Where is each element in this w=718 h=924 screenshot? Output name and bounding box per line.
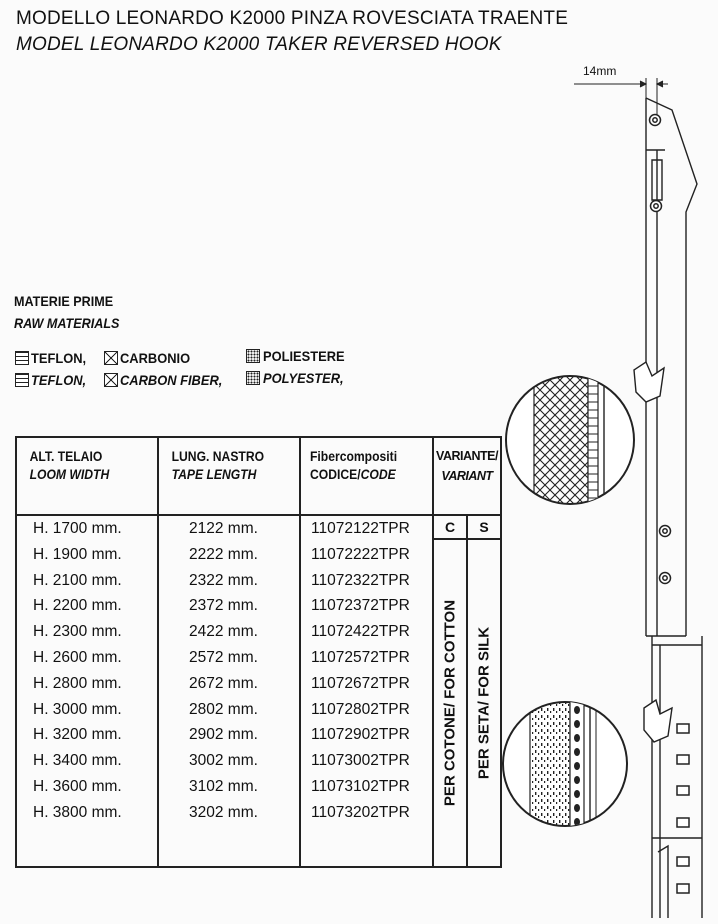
tape-lower-section [651, 636, 703, 918]
code-cell: 11073202TPR [311, 803, 410, 821]
materials-heading-en: RAW MATERIALS [14, 315, 120, 331]
break-symbol-icon [633, 360, 665, 403]
header-tape-length: LUNG. NASTRO TAPE LENGTH [157, 436, 301, 516]
code-cell: 11072322TPR [311, 571, 410, 589]
materials-heading-it: MATERIE PRIME [14, 293, 114, 309]
loom-width-cell: H. 3800 mm. [33, 803, 122, 821]
title-italian: MODELLO LEONARDO K2000 PINZA ROVESCIATA … [16, 8, 569, 29]
legend-teflon-it: TEFLON, [31, 350, 87, 366]
legend-carbon-en: CARBON FIBER, [120, 372, 223, 388]
tape-length-cell: 2372 mm. [189, 597, 258, 615]
legend-carbon-it: CARBONIO [120, 350, 191, 366]
code-cell: 11072672TPR [311, 674, 410, 692]
loom-width-cell: H. 2100 mm. [33, 571, 122, 589]
teflon-swatch-icon [15, 373, 29, 387]
tape-length-cell: 2222 mm. [189, 545, 258, 563]
loom-width-cell: H. 2200 mm. [33, 597, 122, 615]
tape-length-cell: 2672 mm. [189, 674, 258, 692]
code-column: 11072122TPR 11072222TPR 11072322TPR 1107237… [299, 514, 434, 868]
header-loom-width: ALT. TELAIO LOOM WIDTH [15, 436, 159, 516]
polyester-swatch-icon [246, 371, 260, 385]
loom-width-cell: H. 2300 mm. [33, 623, 122, 641]
loom-width-cell: H. 3000 mm. [33, 700, 122, 718]
loom-width-cell: H. 3600 mm. [33, 777, 122, 795]
break-symbol-icon [643, 698, 673, 743]
loom-width-cell: H. 3200 mm. [33, 726, 122, 744]
tape-length-cell: 2422 mm. [189, 623, 258, 641]
polyester-swatch-icon [246, 349, 260, 363]
detail-circle-polyester [502, 701, 628, 827]
dimension-label: 14mm [583, 64, 617, 78]
code-cell: 11072802TPR [311, 700, 410, 718]
tape-length-cell: 3002 mm. [189, 752, 258, 770]
header-variant: VARIANTE/ VARIANT [432, 436, 502, 516]
code-cell: 11072372TPR [311, 597, 410, 615]
legend-polyester-en: POLYESTER, [263, 370, 344, 386]
tape-table: ALT. TELAIO LOOM WIDTH LUNG. NASTRO TAPE… [15, 436, 502, 868]
tape-length-cell: 3202 mm. [189, 803, 258, 821]
header-code: Fibercompositi CODICE/CODE [299, 436, 434, 516]
title-english: MODEL LEONARDO K2000 TAKER REVERSED HOOK [16, 34, 502, 55]
tape-length-cell: 2122 mm. [189, 520, 258, 537]
tape-length-cell: 2802 mm. [189, 700, 258, 718]
code-cell: 11072572TPR [311, 648, 410, 666]
rivet-icon [648, 113, 672, 585]
tape-length-cell: 2322 mm. [189, 571, 258, 589]
variant-s-cell: PER SETA/ FOR SILK [466, 538, 502, 868]
loom-width-cell: H. 1700 mm. [33, 520, 122, 537]
carbon-swatch-icon [104, 373, 118, 387]
code-cell: 11072122TPR [311, 520, 410, 537]
legend-teflon-en: TEFLON, [31, 372, 87, 388]
code-cell: 11073102TPR [311, 777, 410, 795]
code-cell: 11073002TPR [311, 752, 410, 770]
carbon-swatch-icon [104, 351, 118, 365]
tape-length-cell: 2902 mm. [189, 726, 258, 744]
loom-width-column: H. 1700 mm. H. 1900 mm. H. 2100 mm. H. 2200… [15, 514, 159, 868]
variant-s-header: S [466, 514, 502, 540]
tape-length-column: 2122 mm. 2222 mm. 2322 mm. 2372 mm. 2422 mm.… [157, 514, 301, 868]
legend-polyester-it: POLIESTERE [263, 348, 345, 364]
teflon-swatch-icon [15, 351, 29, 365]
loom-width-cell: H. 2800 mm. [33, 674, 122, 692]
detail-circle-carbon [505, 375, 635, 505]
variant-c-cell: PER COTONE/ FOR COTTON [432, 538, 468, 868]
loom-width-cell: H. 3400 mm. [33, 752, 122, 770]
code-cell: 11072902TPR [311, 726, 410, 744]
tape-upper-section [645, 97, 698, 637]
loom-width-cell: H. 2600 mm. [33, 648, 122, 666]
code-cell: 11072222TPR [311, 545, 410, 563]
tape-length-cell: 3102 mm. [189, 777, 258, 795]
loom-width-cell: H. 1900 mm. [33, 545, 122, 563]
variant-c-header: C [432, 514, 468, 540]
tape-slot-icon [676, 723, 690, 894]
dimension-marker [574, 78, 668, 118]
tape-length-cell: 2572 mm. [189, 648, 258, 666]
code-cell: 11072422TPR [311, 623, 410, 641]
